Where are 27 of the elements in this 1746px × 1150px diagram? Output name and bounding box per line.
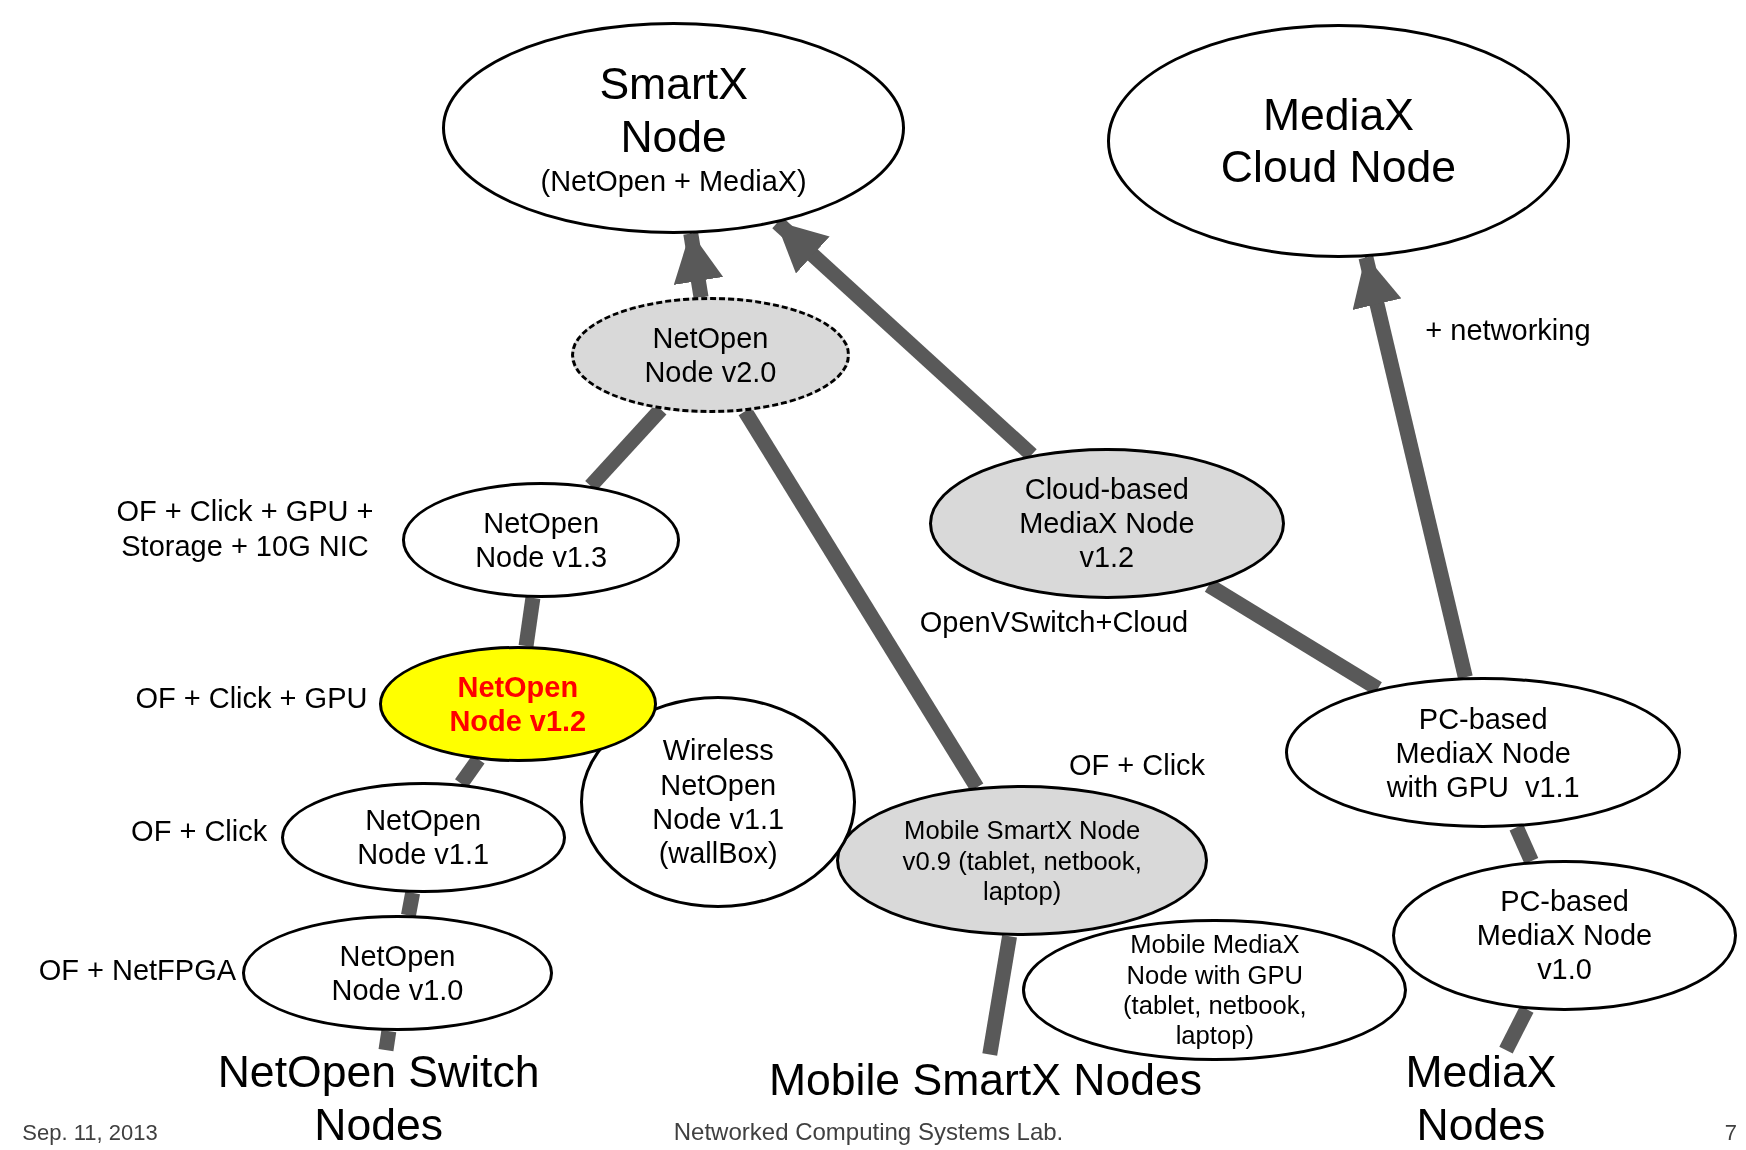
node-label: Cloud-based MediaX Node v1.2 [1018, 472, 1196, 575]
node-annotation: OF + Click + GPU + Storage + 10G NIC [115, 494, 375, 564]
node-label: (NetOpen + MediaX) [540, 163, 807, 198]
node-label: NetOpen Node v1.3 [474, 505, 609, 575]
node-annotation: OpenVSwitch+Cloud [919, 604, 1190, 640]
node-label: Mobile SmartX Node v0.9 (tablet, netbook, laptop) [902, 815, 1142, 907]
node-annotation: OF + Click [1068, 748, 1207, 784]
node-label: PC-based MediaX Node v1.0 [1475, 884, 1654, 987]
node-label: NetOpen Node v2.0 [643, 321, 778, 390]
node-annotation: OF + Click [130, 813, 268, 849]
node-label: NetOpen Node v1.1 [356, 803, 491, 872]
node-label: NetOpen Node v1.0 [330, 939, 465, 1008]
node-label: MediaX Nodes [1404, 1046, 1558, 1150]
node-label: MediaX Cloud Node [1219, 88, 1458, 194]
annotation: + networking [1425, 312, 1592, 348]
node-label: NetOpen Switch Nodes [216, 1046, 541, 1150]
node-label: NetOpen Node v1.2 [448, 669, 588, 738]
node-annotation: OF + NetFPGA [37, 953, 237, 988]
node-label: Wireless NetOpen Node v1.1 (wallBox) [651, 733, 786, 871]
footer-text: Networked Computing Systems Lab. [672, 1117, 1065, 1147]
node-label: Mobile MediaX Node with GPU (tablet, netbook, laptop) [1122, 929, 1308, 1051]
footer-text: 7 [1723, 1120, 1738, 1147]
node-label: SmartX Node [598, 58, 749, 163]
node-label: PC-based MediaX Node with GPU v1.1 [1385, 701, 1581, 804]
footer-text: Sep. 11, 2013 [22, 1120, 159, 1147]
node-label: Mobile SmartX Nodes [768, 1053, 1202, 1106]
node-annotation: OF + Click + GPU [134, 681, 368, 717]
